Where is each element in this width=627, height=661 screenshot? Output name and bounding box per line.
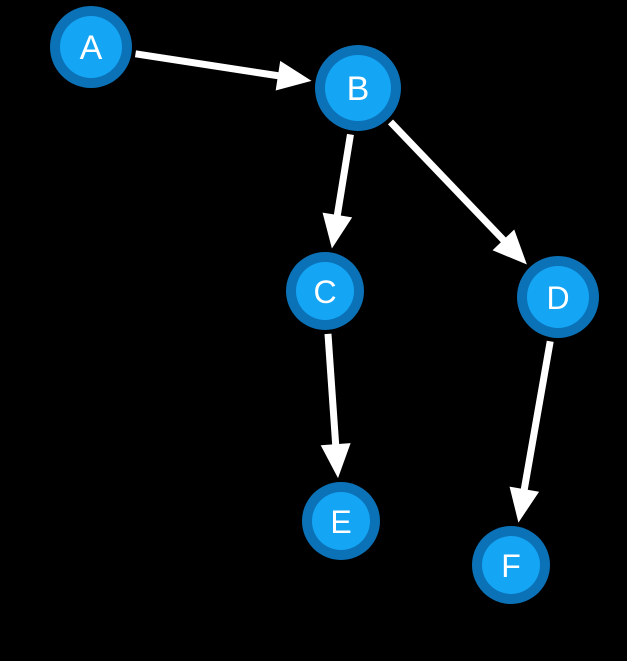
node-label: B (347, 70, 370, 108)
node-label: C (313, 274, 336, 310)
node-c[interactable]: C (286, 252, 364, 330)
node-b[interactable]: B (315, 45, 401, 131)
edge-d-to-f[interactable] (509, 340, 554, 523)
node-f[interactable]: F (472, 526, 550, 604)
edge-line (387, 119, 508, 244)
arrowhead-icon (492, 229, 527, 265)
edge-a-to-b[interactable] (134, 50, 312, 91)
arrowhead-icon (509, 486, 540, 523)
node-label: A (80, 29, 103, 67)
nodes-layer: A B C D E F (50, 6, 599, 604)
node-e[interactable]: E (302, 482, 380, 560)
arrowhead-icon (275, 60, 312, 91)
arrowhead-icon (322, 212, 353, 249)
node-fill (312, 492, 370, 550)
edge-c-to-e[interactable] (320, 333, 351, 479)
node-a[interactable]: A (50, 6, 132, 88)
node-label: D (546, 280, 569, 316)
node-d[interactable]: D (517, 256, 599, 338)
node-fill (325, 55, 391, 121)
node-fill (60, 16, 122, 78)
edge-b-to-d[interactable] (387, 119, 527, 265)
node-fill (296, 262, 354, 320)
node-label: E (330, 504, 351, 540)
edge-b-to-c[interactable] (322, 133, 354, 249)
node-label: F (501, 548, 521, 584)
edge-line (333, 133, 354, 218)
edge-line (134, 50, 281, 80)
edge-line (324, 333, 340, 447)
node-fill (527, 266, 589, 328)
edges-layer (134, 50, 554, 523)
node-fill (482, 536, 540, 594)
arrowhead-icon (320, 443, 351, 479)
edge-line (520, 340, 554, 492)
